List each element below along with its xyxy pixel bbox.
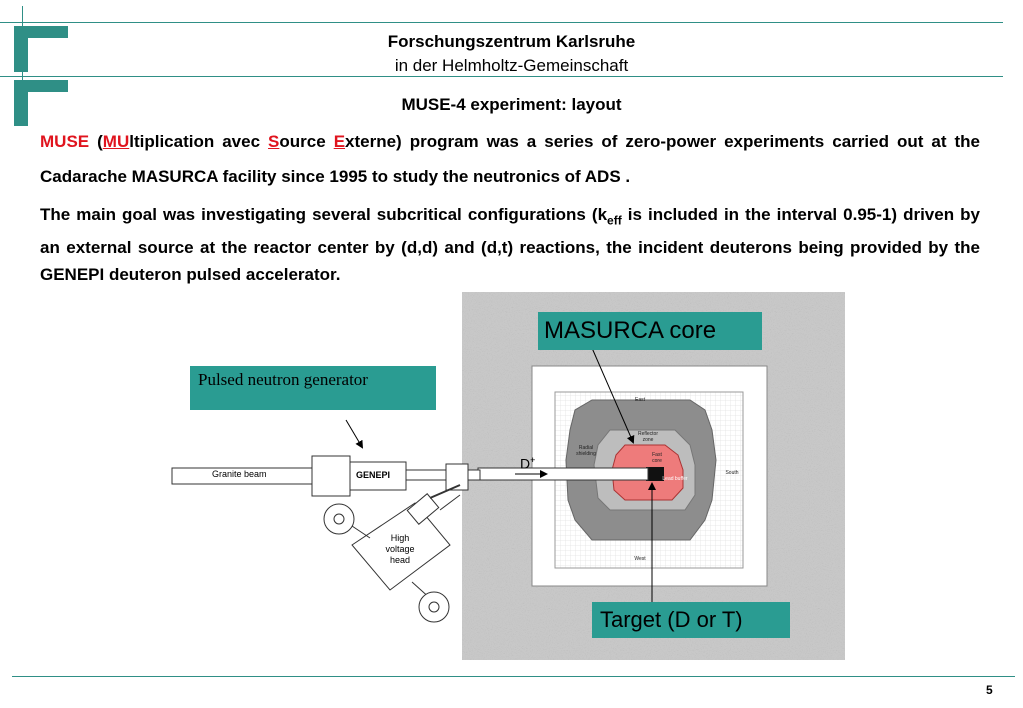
beam-pipe-2 <box>467 469 481 481</box>
page-number: 5 <box>986 683 993 697</box>
goal-text-2: is included in the interval 0.95-1) driv… <box>40 205 980 285</box>
fast-core-label: Fast core <box>645 452 669 464</box>
keff-subscript: eff <box>607 213 622 228</box>
radial-shielding-label: Radial shielding <box>570 445 602 457</box>
fast-core-line2: core <box>652 458 662 464</box>
s-highlight: S <box>268 132 280 151</box>
hv-head-line2: voltage <box>385 544 415 554</box>
pulsed-generator-arrow <box>345 419 364 449</box>
goal-paragraph: The main goal was investigating several … <box>40 201 980 288</box>
masurca-core-label: MASURCA core <box>544 317 717 344</box>
header-rule-top <box>0 22 1003 23</box>
target-callout: Target (D or T) <box>592 602 790 638</box>
lead-buffer-label: Lead buffer <box>662 476 688 482</box>
masurca-core-arrow <box>591 347 635 444</box>
genepi-body <box>349 461 407 491</box>
hv-stem <box>429 484 461 499</box>
hv-head-label: High voltage head <box>380 533 420 566</box>
muse-acronym: MUSE <box>40 132 90 151</box>
intro-text-ltiplication: ltiplication avec <box>129 132 269 151</box>
reflector-line2: zone <box>642 437 654 443</box>
header-rule-middle <box>0 76 1003 77</box>
pulsed-generator-label: Pulsed neutron generator <box>198 370 368 389</box>
genepi-box <box>311 455 351 497</box>
west-label: West <box>634 556 646 562</box>
wheel-right-hub <box>428 601 440 613</box>
south-label: South <box>725 470 739 476</box>
hv-connector <box>406 493 440 525</box>
slide-title: MUSE-4 experiment: layout <box>401 95 622 114</box>
masurca-core-callout: MASURCA core <box>538 312 762 350</box>
intro-text-ource: ource <box>279 132 334 151</box>
reflector-label: Reflector zone <box>630 431 666 443</box>
radial-line1: Radial <box>578 445 594 451</box>
hv-head-line1: High <box>390 533 410 543</box>
org-affiliation: in der Helmholtz-Gemeinschaft <box>394 56 629 75</box>
d-plus-sup: + <box>530 455 536 465</box>
d-plus-label: D+ <box>520 455 535 472</box>
d-plus-text: D <box>520 455 531 472</box>
logo-bracket-bottom-arm <box>14 80 68 92</box>
beam-line <box>477 467 649 481</box>
hv-head-line3: head <box>389 555 411 565</box>
intro-text-paren: ( <box>89 132 103 151</box>
hv-link <box>439 494 461 511</box>
pulsed-generator-callout: Pulsed neutron generator <box>190 366 436 410</box>
goal-text-1: The main goal was investigating several … <box>40 205 608 224</box>
fast-core-line1: Fast <box>652 452 662 458</box>
radial-line2: shielding <box>576 451 596 457</box>
high-voltage-head <box>351 502 451 591</box>
mu-highlight: MU <box>102 132 130 151</box>
target-label: Target (D or T) <box>600 607 743 632</box>
lead-buffer <box>646 467 664 481</box>
e-highlight: E <box>333 132 346 151</box>
east-label: East <box>634 397 645 403</box>
intro-text-rest: xterne) program was a series of zero-pow… <box>40 132 980 186</box>
logo-bracket-top-arm <box>14 26 68 38</box>
genepi-label: GENEPI <box>356 470 391 480</box>
granite-beam-label: Granite beam <box>212 469 267 479</box>
beam-pipe <box>405 469 447 481</box>
intro-paragraph: MUSE (MUltiplication avec Source Externe… <box>40 124 980 194</box>
reflector-line1: Reflector <box>637 431 658 437</box>
wheel-left-hub <box>333 513 345 525</box>
footer-rule <box>12 676 1015 677</box>
org-name: Forschungszentrum Karlsruhe <box>387 32 636 51</box>
